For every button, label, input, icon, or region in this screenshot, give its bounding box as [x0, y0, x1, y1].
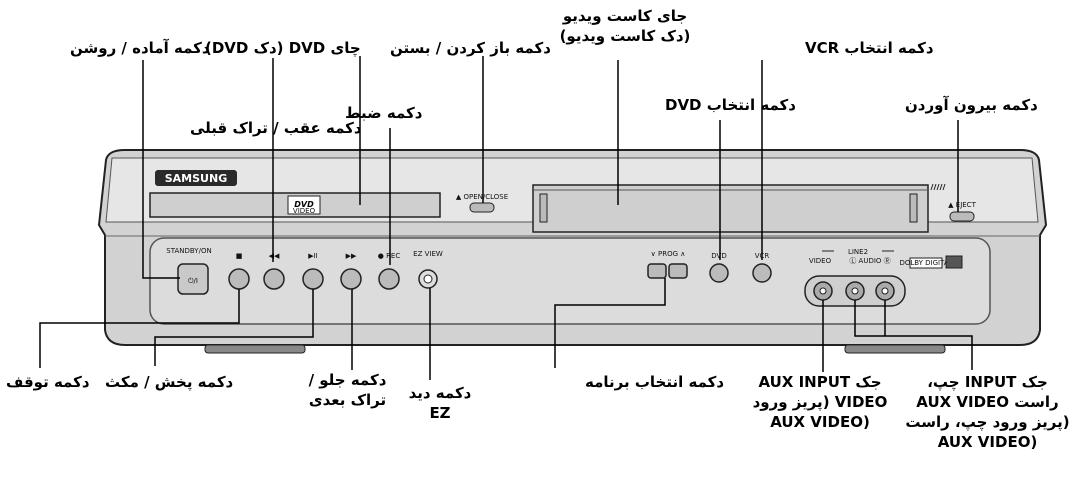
rewind-label: ◀◀ [269, 252, 280, 260]
label-open-close: دکمه باز کردن / بستن [390, 39, 551, 57]
label-aux-audio-line2: راست AUX VIDEO [916, 393, 1059, 411]
label-vcr-select: دکمه انتخاب VCR [805, 39, 934, 57]
dvd-logo: DVD VIDEO [287, 195, 321, 215]
stop-button[interactable] [228, 268, 250, 290]
standby-label: STANDBY/ON [166, 247, 211, 255]
open-close-label: ▲ OPEN/CLOSE [456, 193, 508, 201]
record-button[interactable] [378, 268, 400, 290]
label-dvd-select: دکمه انتخاب DVD [665, 96, 796, 114]
vcr-select-button[interactable] [752, 263, 772, 283]
cassette-slot[interactable] [532, 184, 929, 233]
rewind-button[interactable] [263, 268, 285, 290]
label-ff-next-line2: تراک بعدی [308, 391, 387, 409]
label-ez-view-line2: EZ [429, 404, 451, 422]
label-aux-audio-jack: جک INPUT چپ، راست AUX VIDEO (پریز ورود چ… [900, 372, 1075, 452]
label-program-select: دکمه انتخاب برنامه [585, 373, 725, 391]
label-ez-view-line1: دکمه دید [408, 384, 472, 402]
label-back-previous: دکمه عقب / تراک قبلی [190, 119, 362, 137]
label-aux-video-line2: VIDEO (پریز ورود [752, 393, 888, 411]
dvd-select-button[interactable] [709, 263, 729, 283]
record-label: ● REC [378, 252, 401, 260]
label-ff-next: دکمه جلو / تراک بعدی [300, 370, 395, 410]
label-dvd-tray: چای DVD (دک DVD) [205, 39, 361, 57]
program-up-button[interactable] [668, 263, 688, 279]
dolby-logo: DOLBY DIGITAL [899, 255, 963, 269]
program-label: ∨ PROG ∧ [651, 250, 686, 258]
label-eject: دکمه بیرون آوردن [905, 96, 1038, 114]
label-aux-video-line1: جک AUX INPUT [758, 373, 882, 391]
video-jack-label: VIDEO [809, 257, 832, 265]
eject-button[interactable] [949, 211, 975, 222]
label-aux-audio-line1: جک INPUT چپ، [927, 373, 1048, 391]
label-aux-audio-line4: (AUX VIDEO [937, 433, 1038, 451]
ez-view-label: EZ VIEW [413, 250, 443, 258]
stop-label: ■ [236, 252, 243, 260]
label-stop: دکمه توقف [6, 373, 90, 391]
eject-label: ▲ EJECT [948, 201, 976, 209]
label-aux-video-line3: (AUX VIDEO [770, 413, 870, 431]
label-cassette-tray-line2: (دک کاست ویدیو) [559, 27, 691, 45]
label-record: دکمه ضبط [345, 104, 423, 122]
label-play-pause: دکمه پخش / مکث [105, 373, 234, 391]
brand-name: SAMSUNG [165, 172, 227, 185]
label-aux-audio-line3: (پریز ورود چپ، راست [905, 413, 1070, 431]
dolby-label: DOLBY DIGITAL [899, 259, 952, 267]
play-pause-button[interactable] [302, 268, 324, 290]
open-close-button[interactable] [469, 202, 495, 213]
program-down-button[interactable] [647, 263, 667, 279]
brand-logo: SAMSUNG [155, 170, 237, 186]
label-ready-power: دکمه آماده / روشن [70, 39, 210, 57]
leader-lines [39, 56, 973, 380]
line2-label: LINE2 [848, 248, 868, 256]
fast-forward-label: ▶▶ [346, 252, 357, 260]
dvd-logo-text: DVD [294, 200, 314, 209]
power-symbol-label: ⏻/I [188, 277, 198, 285]
standby-button[interactable] [177, 263, 209, 295]
label-aux-video-jack: جک AUX INPUT VIDEO (پریز ورود (AUX VIDEO [740, 372, 900, 432]
dvd-button-label: DVD [711, 252, 726, 260]
audio-jack-label: Ⓛ AUDIO Ⓡ [849, 257, 890, 265]
label-cassette-tray: جای کاست ویدیو (دک کاست ویدیو) [540, 6, 710, 46]
play-label: ▶II [308, 252, 318, 260]
label-ff-next-line1: دکمه جلو / [308, 371, 387, 389]
label-ez-view: دکمه دید EZ [395, 383, 485, 423]
fast-forward-button[interactable] [340, 268, 362, 290]
label-cassette-tray-line1: جای کاست ویدیو [562, 7, 688, 25]
eject-hatch [930, 183, 946, 191]
dvd-logo-subtext: VIDEO [293, 207, 316, 215]
